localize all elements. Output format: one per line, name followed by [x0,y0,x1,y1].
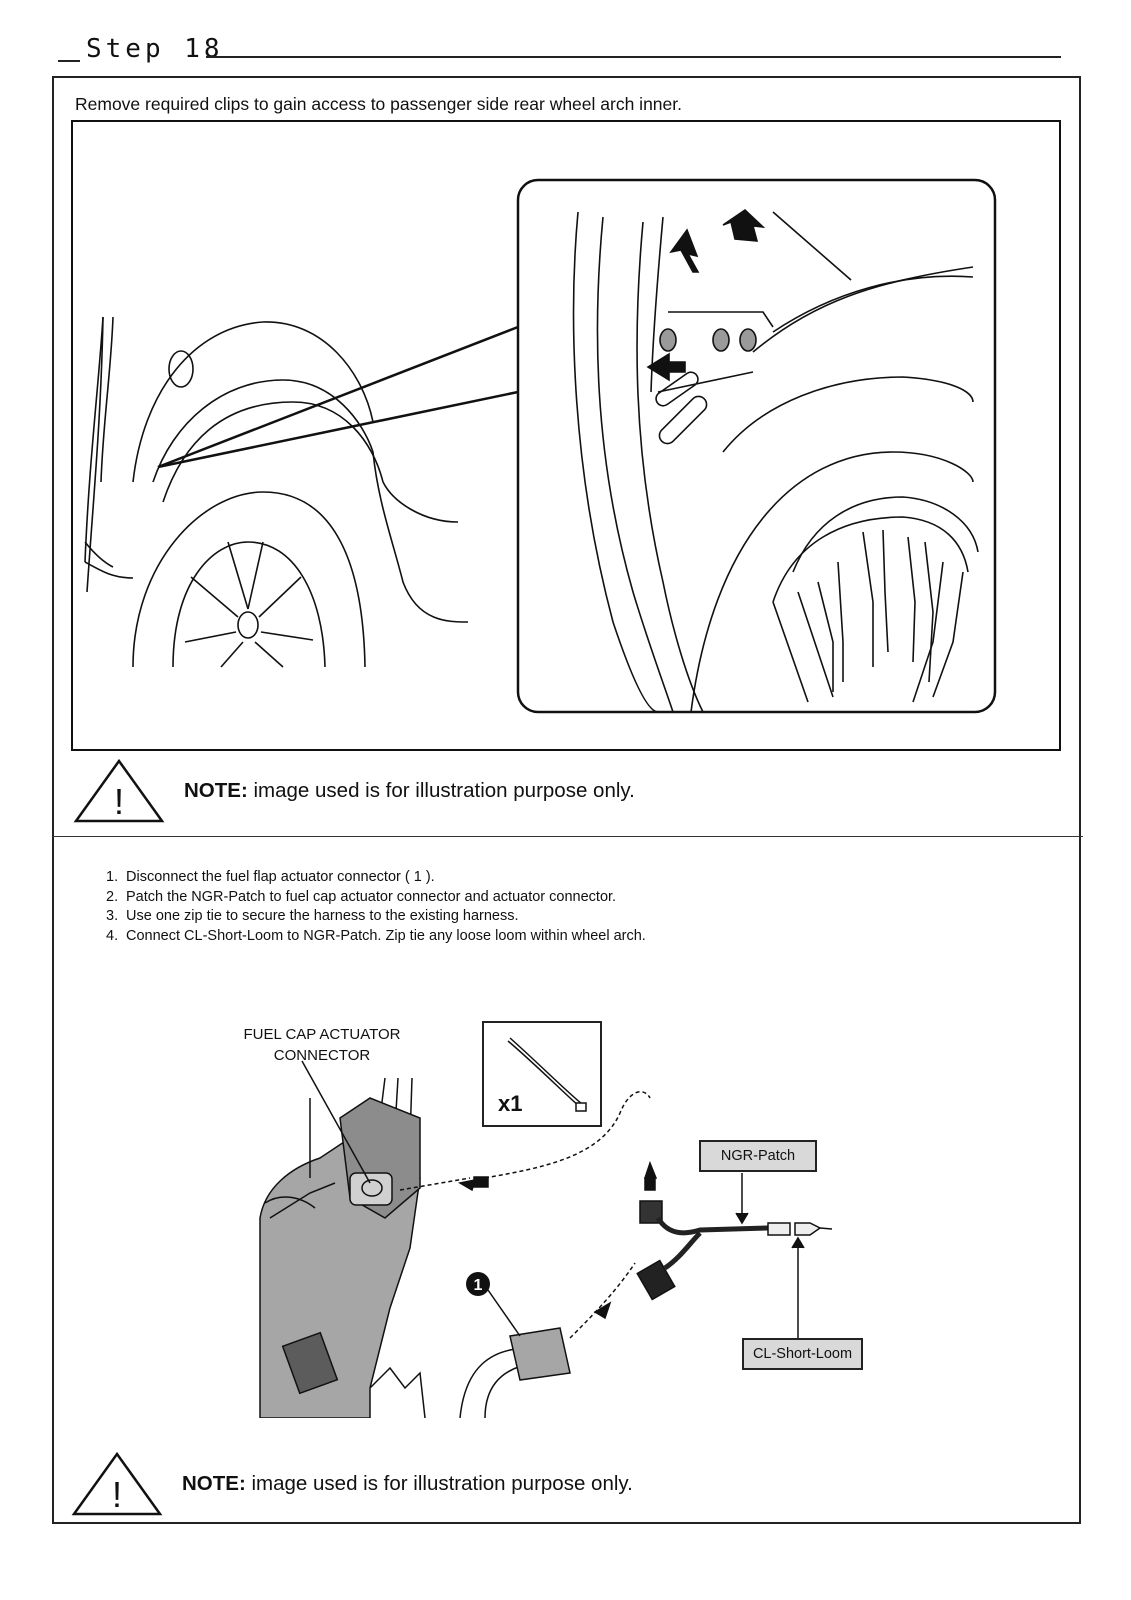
header-rule-left [58,60,80,62]
note-2-text: NOTE: image used is for illustration pur… [182,1472,633,1496]
cl-short-loom-tag: CL-Short-Loom [742,1338,863,1370]
header-rule-right [206,56,1061,58]
svg-text:!: ! [112,1474,122,1515]
warning-icon: ! [73,758,165,823]
section1-instruction: Remove required clips to gain access to … [75,94,682,114]
note-1-text: NOTE: image used is for illustration pur… [184,779,635,803]
svg-text:!: ! [114,781,124,822]
step-frame [52,76,1081,1524]
step-number: 1. [106,869,119,885]
fuel-cap-label-line1: FUEL CAP ACTUATOR [243,1026,401,1043]
note-1-body: image used is for illustration purpose o… [253,779,635,802]
marker-number: 1 [474,1277,483,1294]
step-text: Use one zip tie to secure the harness to… [126,908,519,924]
step-text: Disconnect the fuel flap actuator connec… [126,869,435,885]
note-2-body: image used is for illustration purpose o… [251,1472,633,1495]
step-title: Step 18 [82,34,228,64]
note-2-label: NOTE: [182,1472,246,1495]
note-1: ! NOTE: image used is for illustration p… [72,757,635,825]
note-2: ! NOTE: image used is for illustration p… [70,1450,633,1518]
list-item: 4. Connect CL-Short-Loom to NGR-Patch. Zi… [106,927,646,947]
ngr-patch-tag: NGR-Patch [699,1140,817,1172]
warning-icon: ! [71,1451,163,1516]
list-item: 3. Use one zip tie to secure the harness … [106,907,646,927]
fuel-cap-label-line2: CONNECTOR [273,1047,371,1064]
instruction-list: 1. Disconnect the fuel flap actuator conn… [106,868,646,946]
step-text: Patch the NGR-Patch to fuel cap actuator… [126,888,617,905]
note-1-label: NOTE: [184,779,248,802]
wheel-arch-illustration [71,120,1061,751]
zip-tie-count: x1 [498,1091,523,1116]
zip-tie-icon [507,1037,587,1112]
list-item: 2. Patch the NGR-Patch to fuel cap actuat… [106,888,646,908]
section-divider [52,836,1083,837]
zip-tie-box: x1 [482,1021,602,1127]
step-number: 4. [106,927,119,944]
step-number: 3. [106,908,119,924]
fuel-cap-connector-label: FUEL CAP ACTUATOR CONNECTOR [222,1024,422,1066]
step-header: Step 18 [58,30,1061,70]
step-number: 2. [106,888,119,905]
connector-illustration: 1 [259,1060,833,1418]
step-text: Connect CL-Short-Loom to NGR-Patch. Zip … [126,927,646,944]
list-item: 1. Disconnect the fuel flap actuator conn… [106,868,646,888]
